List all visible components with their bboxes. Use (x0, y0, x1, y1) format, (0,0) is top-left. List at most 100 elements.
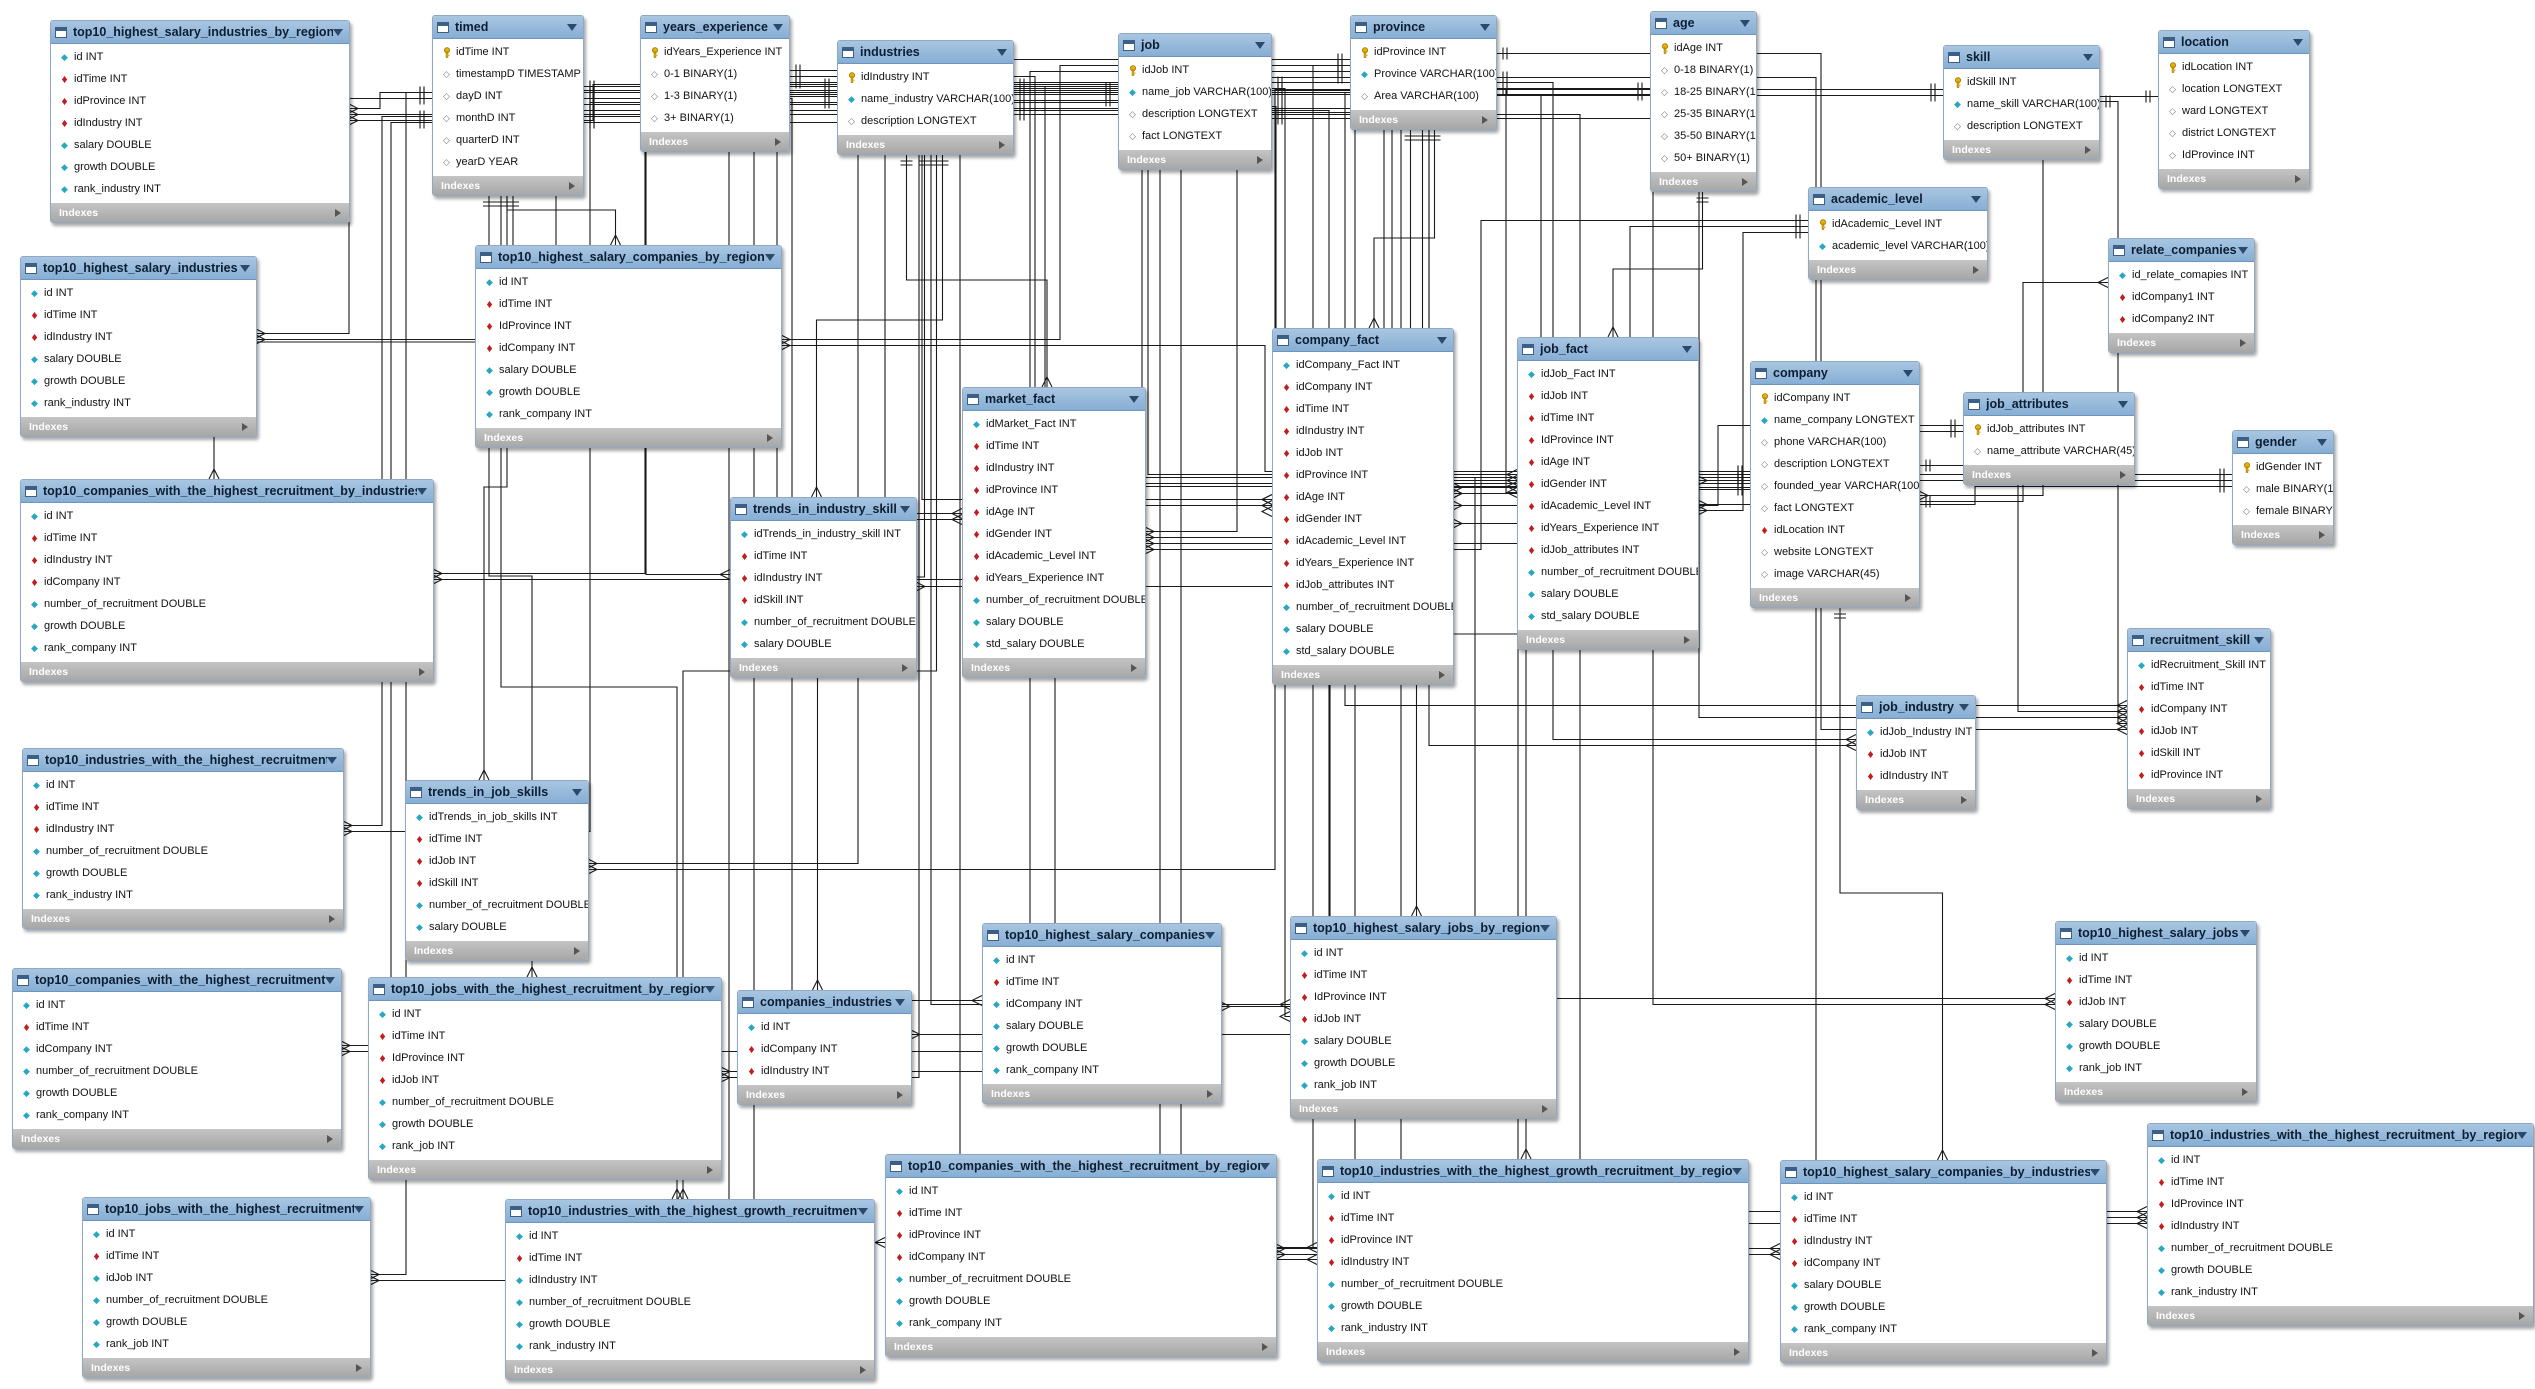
column-row[interactable]: ◇dayD INT (433, 85, 583, 107)
table-header[interactable]: job (1119, 34, 1271, 57)
column-row[interactable]: ◆rank_company INT (476, 403, 781, 425)
column-row[interactable]: ◆rank_industry INT (2148, 1281, 2533, 1303)
column-row[interactable]: ♦idTime INT (1781, 1208, 2106, 1230)
table-relate-companies[interactable]: relate_companies◆id_relate_comapies INT♦… (2108, 238, 2255, 353)
column-row[interactable]: ◆growth DOUBLE (2148, 1259, 2533, 1281)
collapse-arrow-icon[interactable] (765, 253, 775, 261)
table-top10-highest-salary-industries-by-region[interactable]: top10_highest_salary_industries_by_regio… (50, 20, 350, 223)
table-top10-industries-with-the-highest-recruitment-by-region[interactable]: top10_industries_with_the_highest_recrui… (2147, 1123, 2534, 1326)
column-row[interactable]: ◆growth DOUBLE (23, 862, 343, 884)
indexes-section[interactable]: Indexes (83, 1358, 370, 1377)
table-header[interactable]: skill (1944, 46, 2099, 69)
column-row[interactable]: ◆rank_job INT (83, 1333, 370, 1355)
column-row[interactable]: idJob_attributes INT (1964, 418, 2134, 440)
table-market-fact[interactable]: market_fact◆idMarket_Fact INT♦idTime INT… (962, 387, 1146, 678)
collapse-arrow-icon[interactable] (2293, 38, 2303, 46)
expand-arrow-icon[interactable] (1439, 670, 1445, 679)
column-row[interactable]: ♦idGender INT (963, 523, 1145, 545)
column-row[interactable]: ♦IdProvince INT (1518, 429, 1698, 451)
column-row[interactable]: ♦idTime INT (21, 527, 433, 549)
column-row[interactable]: ♦idIndustry INT (1857, 765, 1975, 787)
column-row[interactable]: ◆growth DOUBLE (1318, 1295, 1748, 1317)
column-row[interactable]: ◆id INT (1781, 1186, 2106, 1208)
column-row[interactable]: ◆rank_industry INT (51, 178, 349, 200)
table-header[interactable]: top10_industries_with_the_highest_growth… (506, 1200, 874, 1223)
column-row[interactable]: ◆number_of_recruitment DOUBLE (23, 840, 343, 862)
column-row[interactable]: ♦idIndustry INT (963, 457, 1145, 479)
table-header[interactable]: top10_highest_salary_industries_by_regio… (51, 21, 349, 44)
column-row[interactable]: ♦idCompany1 INT (2109, 286, 2254, 308)
column-row[interactable]: ♦idTime INT (886, 1202, 1276, 1224)
table-header[interactable]: top10_highest_salary_companies_by_indust… (1781, 1161, 2106, 1184)
column-row[interactable]: ◆id INT (23, 774, 343, 796)
collapse-arrow-icon[interactable] (2240, 929, 2250, 937)
table-top10-industries-with-the-highest-growth-recruitment[interactable]: top10_industries_with_the_highest_growth… (505, 1199, 875, 1380)
column-row[interactable]: ◇Area VARCHAR(100) (1351, 85, 1496, 107)
column-row[interactable]: ♦idIndustry INT (731, 567, 916, 589)
column-row[interactable]: ◆salary DOUBLE (406, 916, 588, 938)
collapse-arrow-icon[interactable] (354, 1205, 364, 1213)
column-row[interactable]: ♦idAcademic_Level INT (1273, 530, 1453, 552)
column-row[interactable]: ♦idIndustry INT (1318, 1251, 1748, 1273)
expand-arrow-icon[interactable] (2085, 145, 2091, 154)
column-row[interactable]: ◇description LONGTEXT (838, 110, 1013, 132)
indexes-section[interactable]: Indexes (963, 658, 1145, 677)
column-row[interactable]: ◇25-35 BINARY(1) (1651, 103, 1756, 125)
column-row[interactable]: ♦idProvince INT (2128, 764, 2270, 786)
column-row[interactable]: ♦idSkill INT (731, 589, 916, 611)
column-row[interactable]: ◆salary DOUBLE (2056, 1013, 2256, 1035)
collapse-arrow-icon[interactable] (333, 28, 343, 36)
column-row[interactable]: ♦idIndustry INT (1781, 1230, 2106, 1252)
indexes-section[interactable]: Indexes (1751, 588, 1919, 607)
table-recruitment-skill[interactable]: recruitment_skill◆idRecruitment_Skill IN… (2127, 628, 2271, 809)
column-row[interactable]: ◆growth DOUBLE (506, 1313, 874, 1335)
column-row[interactable]: ◆id INT (21, 282, 256, 304)
column-row[interactable]: idJob INT (1119, 59, 1271, 81)
column-row[interactable]: ♦idJob INT (1518, 385, 1698, 407)
expand-arrow-icon[interactable] (902, 663, 908, 672)
expand-arrow-icon[interactable] (2319, 530, 2325, 539)
column-row[interactable]: ♦idSkill INT (2128, 742, 2270, 764)
indexes-section[interactable]: Indexes (2148, 1306, 2533, 1325)
column-row[interactable]: ◆salary DOUBLE (963, 611, 1145, 633)
column-row[interactable]: ♦idTime INT (2148, 1171, 2533, 1193)
column-row[interactable]: ◆number_of_recruitment DOUBLE (83, 1289, 370, 1311)
indexes-section[interactable]: Indexes (1944, 140, 2099, 159)
collapse-arrow-icon[interactable] (1732, 1167, 1742, 1175)
table-top10-highest-salary-jobs[interactable]: top10_highest_salary_jobs◆id INT♦idTime … (2055, 921, 2257, 1102)
column-row[interactable]: ♦idTime INT (2128, 676, 2270, 698)
column-row[interactable]: ♦idTime INT (506, 1247, 874, 1269)
collapse-arrow-icon[interactable] (1205, 931, 1215, 939)
column-row[interactable]: ♦idTime INT (476, 293, 781, 315)
indexes-section[interactable]: Indexes (838, 135, 1013, 154)
table-header[interactable]: job_attributes (1964, 393, 2134, 416)
column-row[interactable]: ♦idCompany INT (21, 571, 433, 593)
column-row[interactable]: ♦idTime INT (1291, 964, 1556, 986)
column-row[interactable]: ♦idJob INT (1291, 1008, 1556, 1030)
table-top10-highest-salary-industries[interactable]: top10_highest_salary_industries◆id INT♦i… (20, 256, 257, 437)
column-row[interactable]: ◆idCompany INT (983, 993, 1221, 1015)
column-row[interactable]: ◇description LONGTEXT (1751, 453, 1919, 475)
column-row[interactable]: ◆id INT (476, 271, 781, 293)
indexes-section[interactable]: Indexes (2233, 525, 2333, 544)
column-row[interactable]: ♦idCompany INT (886, 1246, 1276, 1268)
column-row[interactable]: ◆growth DOUBLE (21, 615, 433, 637)
expand-arrow-icon[interactable] (2240, 338, 2246, 347)
column-row[interactable]: ♦idIndustry INT (23, 818, 343, 840)
table-header[interactable]: top10_highest_salary_jobs (2056, 922, 2256, 945)
column-row[interactable]: ♦IdProvince INT (369, 1047, 721, 1069)
column-row[interactable]: ◆name_company LONGTEXT (1751, 409, 1919, 431)
collapse-arrow-icon[interactable] (2090, 1168, 2100, 1176)
collapse-arrow-icon[interactable] (773, 23, 783, 31)
table-header[interactable]: age (1651, 12, 1756, 35)
column-row[interactable]: ◆std_salary DOUBLE (1273, 640, 1453, 662)
indexes-section[interactable]: Indexes (1964, 465, 2134, 484)
column-row[interactable]: ♦IdProvince INT (1291, 986, 1556, 1008)
column-row[interactable]: ♦idAcademic_Level INT (963, 545, 1145, 567)
column-row[interactable]: ◆growth DOUBLE (83, 1311, 370, 1333)
table-job-industry[interactable]: job_industry◆idJob_Industry INT♦idJob IN… (1856, 695, 1976, 810)
